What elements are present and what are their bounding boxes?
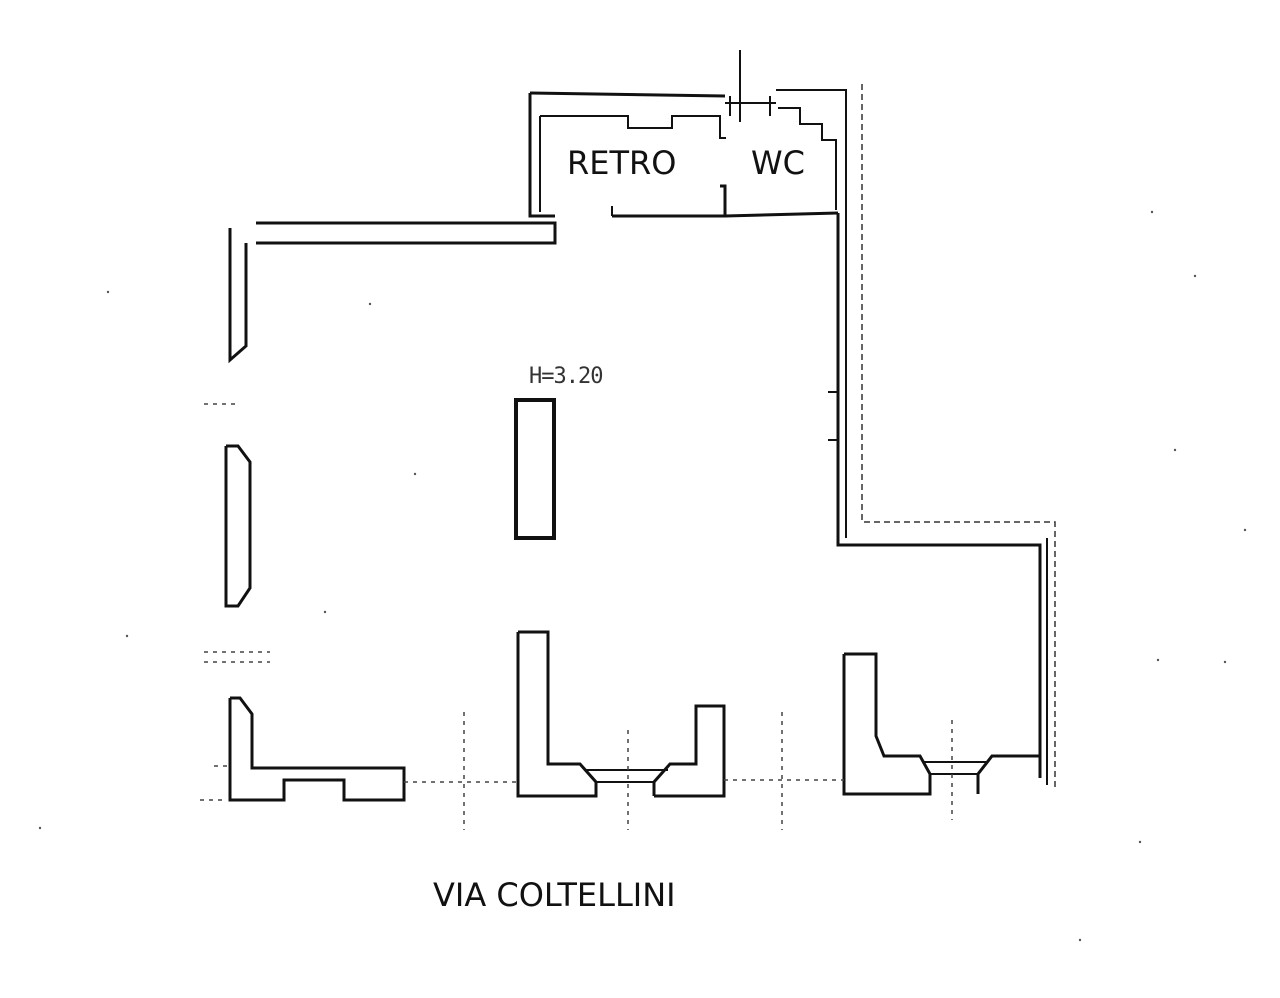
pillar bbox=[514, 398, 556, 540]
room-label-retro: RETRO bbox=[567, 144, 677, 182]
axis-marks bbox=[200, 403, 953, 830]
ceiling-height-label: H=3.20 bbox=[529, 364, 603, 389]
back-rooms-walls bbox=[528, 50, 847, 520]
street-name-label: VIA COLTELLINI bbox=[433, 876, 676, 914]
facade-walls bbox=[228, 630, 1042, 802]
scan-specks bbox=[38, 210, 1247, 942]
main-room-walls bbox=[224, 84, 1056, 790]
room-label-wc: WC bbox=[751, 144, 805, 182]
